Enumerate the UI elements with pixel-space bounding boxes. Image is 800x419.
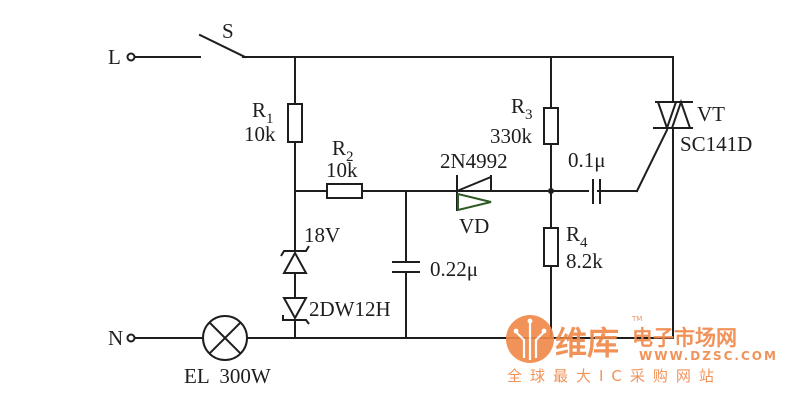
capacitor-c1-value: 0.22μ — [430, 257, 478, 281]
switch-label: S — [222, 19, 234, 43]
resistor-r3-value: 330k — [490, 124, 533, 148]
terminal-line-label: L — [108, 45, 121, 69]
terminal-neutral: N — [108, 326, 136, 350]
resistor-r3: R3 330k — [490, 94, 559, 148]
diac-ref-label: VD — [459, 214, 489, 238]
terminal-line-circle — [126, 52, 136, 62]
capacitor-c2: 0.1μ — [568, 148, 606, 204]
resistor-r2-value: 10k — [326, 158, 358, 182]
wires — [134, 56, 674, 339]
triac-part-label: SC141D — [680, 132, 752, 156]
watermark-tm: TM — [631, 315, 642, 323]
zener-upper: 18V — [280, 223, 340, 274]
watermark-logo-icon — [506, 315, 554, 363]
zener-upper-bar — [280, 245, 310, 257]
watermark-brand-2: 电子市场网 — [632, 326, 737, 350]
junction-dot — [548, 188, 554, 194]
terminal-line: L — [108, 45, 136, 69]
zener-part-label: 2DW12H — [309, 297, 391, 321]
watermark-url: WWW.DZSC.COM — [639, 349, 778, 363]
triac-triangle-up — [670, 98, 692, 129]
resistor-r4-value: 8.2k — [566, 249, 603, 273]
diac-upper-triangle — [456, 175, 492, 192]
switch-blade — [198, 33, 247, 59]
triac-vt: VT SC141D — [653, 98, 752, 156]
resistor-r2-body — [326, 183, 363, 199]
diac-lower-triangle — [457, 192, 492, 212]
capacitor-c2-value: 0.1μ — [568, 148, 606, 172]
trigger-diode: 2N4992 VD — [440, 149, 508, 238]
triac-ref-label: VT — [697, 102, 725, 126]
resistor-r3-ref: R3 — [511, 94, 533, 123]
zener-upper-triangle — [282, 250, 308, 274]
resistor-r2-ref: R2 — [332, 136, 354, 165]
resistor-r2: R2 10k — [326, 136, 363, 199]
resistor-r1: R1 10k — [244, 98, 303, 146]
resistor-r1-value: 10k — [244, 122, 276, 146]
wire-gate-diag — [635, 128, 669, 193]
lamp-cross-2 — [208, 321, 242, 355]
resistor-r4-body — [543, 227, 559, 267]
capacitor-c1: 0.22μ — [392, 257, 478, 281]
resistor-r4: R4 8.2k — [543, 222, 603, 273]
watermark-slogan: 全球最大IC采购网站 — [507, 367, 722, 385]
lamp-label: EL 300W — [184, 364, 271, 388]
resistor-r1-ref: R1 — [252, 98, 274, 127]
watermark-brand: 维库 — [555, 324, 619, 362]
zener-lower-bar — [282, 315, 310, 325]
diac-part-label: 2N4992 — [440, 149, 508, 173]
zener-lower-triangle — [282, 297, 308, 321]
terminal-neutral-label: N — [108, 326, 123, 350]
resistor-r4-ref: R4 — [566, 222, 588, 251]
watermark: 维库 TM 电子市场网 WWW.DZSC.COM 全球最大IC采购网站 — [506, 315, 778, 385]
terminal-neutral-circle — [126, 333, 136, 343]
zener-lower: 2DW12H — [282, 297, 391, 325]
triac-triangle-down — [656, 101, 678, 132]
switch-s: S — [198, 19, 247, 59]
zener-voltage-label: 18V — [304, 223, 340, 247]
lamp-el: EL 300W — [184, 315, 271, 388]
resistor-r1-body — [287, 103, 303, 143]
resistor-r3-body — [543, 107, 559, 145]
